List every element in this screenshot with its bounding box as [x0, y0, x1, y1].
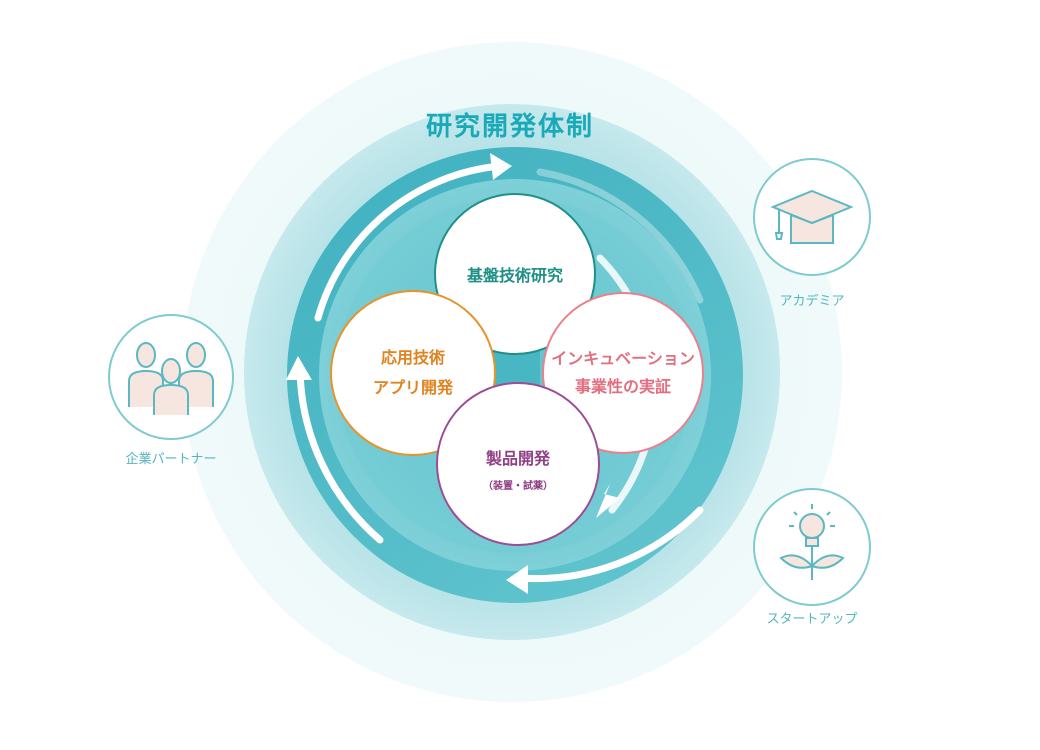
arrow-heads	[286, 153, 620, 594]
arrow-top-arc	[314, 162, 504, 322]
node-top-label: 基盤技術研究	[466, 266, 563, 285]
partners-label: 企業パートナー	[125, 452, 217, 467]
node-left-line2: アプリ開発	[372, 378, 453, 397]
node-product-development: 製品開発 （装置・試薬）	[436, 382, 600, 546]
arrow-head-top	[490, 153, 512, 180]
lightbulb-sprout-icon	[779, 504, 845, 580]
node-bottom-sub: （装置・試薬）	[483, 480, 553, 492]
node-right-line1: インキュベーション	[551, 349, 695, 368]
arrow-head-left	[286, 356, 312, 380]
arrow-head-bottom	[506, 565, 528, 594]
diagram-title: 研究開発体制	[425, 112, 594, 142]
arrow-head-right	[596, 484, 620, 518]
graduation-cap-icon	[770, 189, 854, 244]
node-right-line2: 事業性の実証	[574, 377, 671, 396]
people-group-icon	[128, 342, 214, 415]
arrow-bottom-arc	[516, 506, 704, 583]
startups-circle	[753, 488, 871, 606]
startups-label: スタートアップ	[766, 612, 858, 627]
arrow-left-arc	[296, 366, 384, 544]
partners-circle	[108, 314, 234, 440]
academia-label: アカデミア	[779, 294, 845, 309]
node-left-line1: 応用技術	[380, 348, 445, 367]
academia-circle	[753, 158, 871, 276]
node-bottom-label: 製品開発	[485, 448, 550, 468]
